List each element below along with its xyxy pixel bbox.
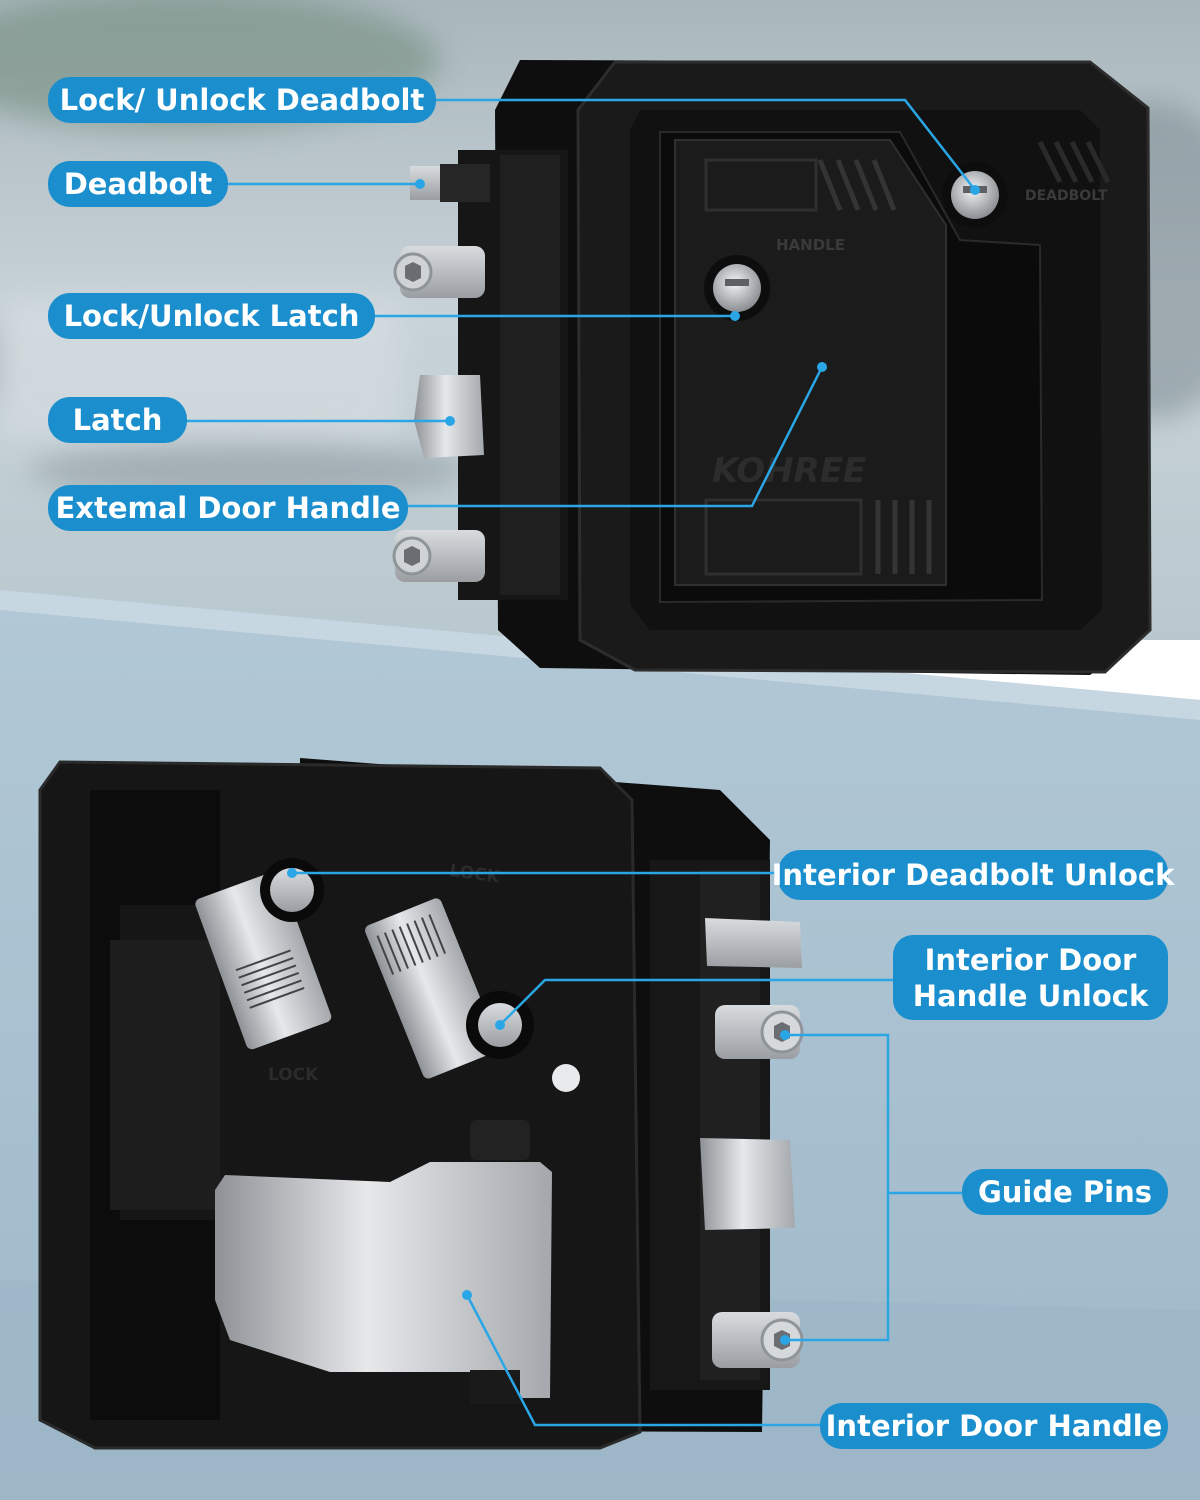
interior-door-handle-part [215, 1162, 552, 1398]
deadbolt-marking: DEADBOLT [1025, 188, 1108, 204]
label-guide-pins: Guide Pins [962, 1169, 1168, 1215]
label-latch-text: Latch [72, 403, 163, 437]
label-interior-door-handle-unlock-line2: Handle Unlock [912, 978, 1149, 1013]
label-lock-unlock-latch: Lock/Unlock Latch [48, 293, 375, 339]
brand-logo: KOHREE [712, 451, 866, 491]
label-guide-pins-text: Guide Pins [977, 1175, 1152, 1209]
label-interior-deadbolt-unlock: Interior Deadbolt Unlock [772, 850, 1174, 900]
interior-deadbolt [705, 918, 802, 968]
deadbolt-thumb-turn [195, 871, 332, 1050]
label-lock-unlock-deadbolt: Lock/ Unlock Deadbolt [48, 77, 436, 123]
external-handle-paddle [674, 139, 947, 586]
label-interior-deadbolt-unlock-text: Interior Deadbolt Unlock [771, 858, 1175, 892]
label-lock-unlock-deadbolt-text: Lock/ Unlock Deadbolt [59, 83, 425, 117]
label-interior-door-handle-unlock-line1: Interior Door [924, 942, 1137, 977]
label-interior-door-handle: Interior Door Handle [820, 1403, 1168, 1449]
label-external-door-handle-text: Extemal Door Handle [55, 491, 401, 525]
leader-lines [185, 98, 976, 1427]
latch-cylinder [713, 264, 761, 312]
label-deadbolt: Deadbolt [48, 161, 228, 207]
lock-marking-lower: LOCK [268, 1065, 319, 1085]
label-latch: Latch [48, 397, 187, 443]
label-external-door-handle: Extemal Door Handle [48, 485, 408, 531]
label-deadbolt-text: Deadbolt [63, 167, 213, 201]
handle-marking: HANDLE [776, 236, 845, 254]
interior-lock: LOCK LOCK [38, 758, 804, 1450]
handle-thumb-turn [365, 898, 500, 1079]
label-lock-unlock-latch-text: Lock/Unlock Latch [63, 299, 360, 333]
label-interior-door-handle-text: Interior Door Handle [825, 1409, 1163, 1443]
exterior-lock: HANDLE DEADBOLT KOHREE [392, 60, 1152, 675]
label-interior-door-handle-unlock: Interior Door Handle Unlock [893, 935, 1168, 1020]
